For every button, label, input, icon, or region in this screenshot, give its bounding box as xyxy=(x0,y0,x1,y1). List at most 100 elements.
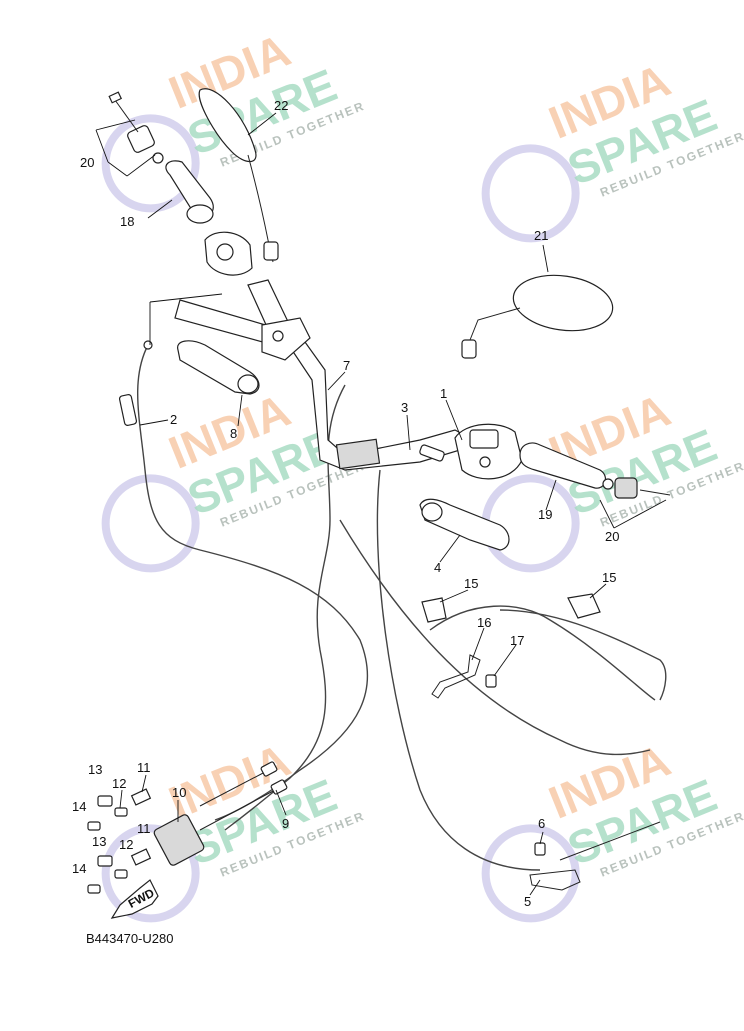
front-brake-switch xyxy=(421,597,447,623)
leader-left-bracket xyxy=(149,293,223,303)
right-mirror-stem xyxy=(469,307,521,341)
clutch-holder-bolt xyxy=(272,330,284,342)
watermark-logo-icon xyxy=(481,144,580,243)
clutch-lever-pivot xyxy=(237,374,259,394)
watermark-top-right: INDIA SPARE REBUILD TOGETHER xyxy=(481,54,744,243)
leader-20a-1 xyxy=(95,129,109,163)
left-mirror-nut xyxy=(263,241,279,261)
leader-17 xyxy=(493,644,517,677)
brake-switch-cable xyxy=(376,469,541,871)
clutch-cable xyxy=(136,344,369,821)
left-mirror-head xyxy=(198,88,257,163)
left-bar-end-weight xyxy=(127,125,155,153)
leader-2 xyxy=(139,419,169,426)
callout-15b: 15 xyxy=(602,570,616,585)
callout-11b: 11 xyxy=(137,821,151,836)
callout-22: 22 xyxy=(274,98,288,113)
throttle-cable-adjuster xyxy=(419,444,445,462)
leader-6 xyxy=(539,831,544,845)
callout-3: 3 xyxy=(401,400,408,415)
brake-lever-part xyxy=(419,498,510,551)
leader-21 xyxy=(542,244,549,273)
leader-4 xyxy=(439,534,461,563)
collar-upper xyxy=(97,795,113,807)
leader-20b-1 xyxy=(599,499,615,529)
callout-17: 17 xyxy=(510,633,524,648)
throttle-lower-ends xyxy=(153,761,288,866)
leader-1 xyxy=(445,399,463,441)
clutch-cable-adjuster xyxy=(118,394,138,426)
leader-12 xyxy=(119,789,123,809)
callout-20b: 20 xyxy=(605,529,619,544)
right-bar-end-bolt xyxy=(639,489,671,496)
cable-bracket-body xyxy=(431,654,481,699)
left-bar-end-bolt-head xyxy=(108,91,123,104)
leader-20a-4 xyxy=(126,154,156,177)
throttle-cable-1-fitting xyxy=(260,761,278,777)
leader-9 xyxy=(275,789,287,816)
callout-9: 9 xyxy=(282,816,289,831)
left-switch-housing xyxy=(204,231,311,361)
callouts: 1 2 3 4 5 6 7 8 9 10 11 11 12 12 13 13 1… xyxy=(72,98,619,909)
leader-22 xyxy=(247,112,277,136)
right-switch-cable xyxy=(499,609,667,701)
right-mirror-nut xyxy=(461,339,477,359)
handlebar-grip-zone xyxy=(335,438,381,470)
right-mirror-head xyxy=(512,274,614,332)
forward-arrow: FWD xyxy=(110,879,159,919)
callout-21: 21 xyxy=(534,228,548,243)
leader-15a xyxy=(439,589,469,603)
leader-16 xyxy=(471,627,485,661)
leader-18 xyxy=(147,199,173,219)
right-spacer xyxy=(602,478,614,490)
leader-20a-2 xyxy=(95,119,136,131)
bottom-bolt xyxy=(534,842,546,856)
leader-11 xyxy=(141,774,147,793)
left-mirror xyxy=(198,88,279,263)
throttle-cable-2-fitting xyxy=(270,779,288,795)
brake-switches xyxy=(421,593,601,623)
watermark-logo-icon xyxy=(101,824,200,923)
spring-upper xyxy=(130,788,152,806)
callout-11a: 11 xyxy=(137,760,151,775)
left-spacer xyxy=(152,152,164,164)
left-mirror-stem xyxy=(247,154,274,263)
callout-14b: 14 xyxy=(72,861,86,876)
leader-15b xyxy=(589,583,607,599)
spring-lower xyxy=(130,848,152,866)
fwd-arrow-icon xyxy=(110,879,159,919)
brake-lever-pivot xyxy=(421,502,443,522)
callout-12b: 12 xyxy=(119,837,133,852)
bushing-upper xyxy=(87,821,101,831)
sleeve-upper xyxy=(114,807,128,817)
leader-lines xyxy=(95,112,667,896)
right-switch-clamp xyxy=(469,429,499,449)
left-grip-assembly xyxy=(108,91,214,224)
clutch-lever-part xyxy=(177,340,260,395)
watermark-bottom-right: INDIA SPARE REBUILD TOGETHER xyxy=(481,734,744,923)
leader-7 xyxy=(327,371,346,391)
sleeve-lower xyxy=(114,869,128,879)
leader-8 xyxy=(237,394,243,427)
lever-bottom-right xyxy=(529,821,661,891)
clutch-holder xyxy=(261,317,311,361)
leader-5 xyxy=(529,879,541,896)
watermark-logo-icon xyxy=(101,474,200,573)
callout-14a: 14 xyxy=(72,799,86,814)
callout-20a: 20 xyxy=(80,155,94,170)
cable-bracket xyxy=(431,654,497,699)
throttle-cable-2-inner xyxy=(199,789,276,831)
collar-lower xyxy=(97,855,113,867)
leader-19 xyxy=(545,479,557,511)
cable-ends xyxy=(118,340,445,462)
leader-20b-2 xyxy=(613,499,667,529)
throttle-cable-1-inner xyxy=(199,771,266,807)
leader-3 xyxy=(406,414,411,451)
callout-10: 10 xyxy=(172,785,186,800)
lever-bracket xyxy=(529,869,581,891)
clutch-cable-end xyxy=(143,340,153,350)
boot xyxy=(153,814,205,866)
small-parts-bottom-left xyxy=(87,788,152,894)
callout-13b: 13 xyxy=(92,834,106,849)
